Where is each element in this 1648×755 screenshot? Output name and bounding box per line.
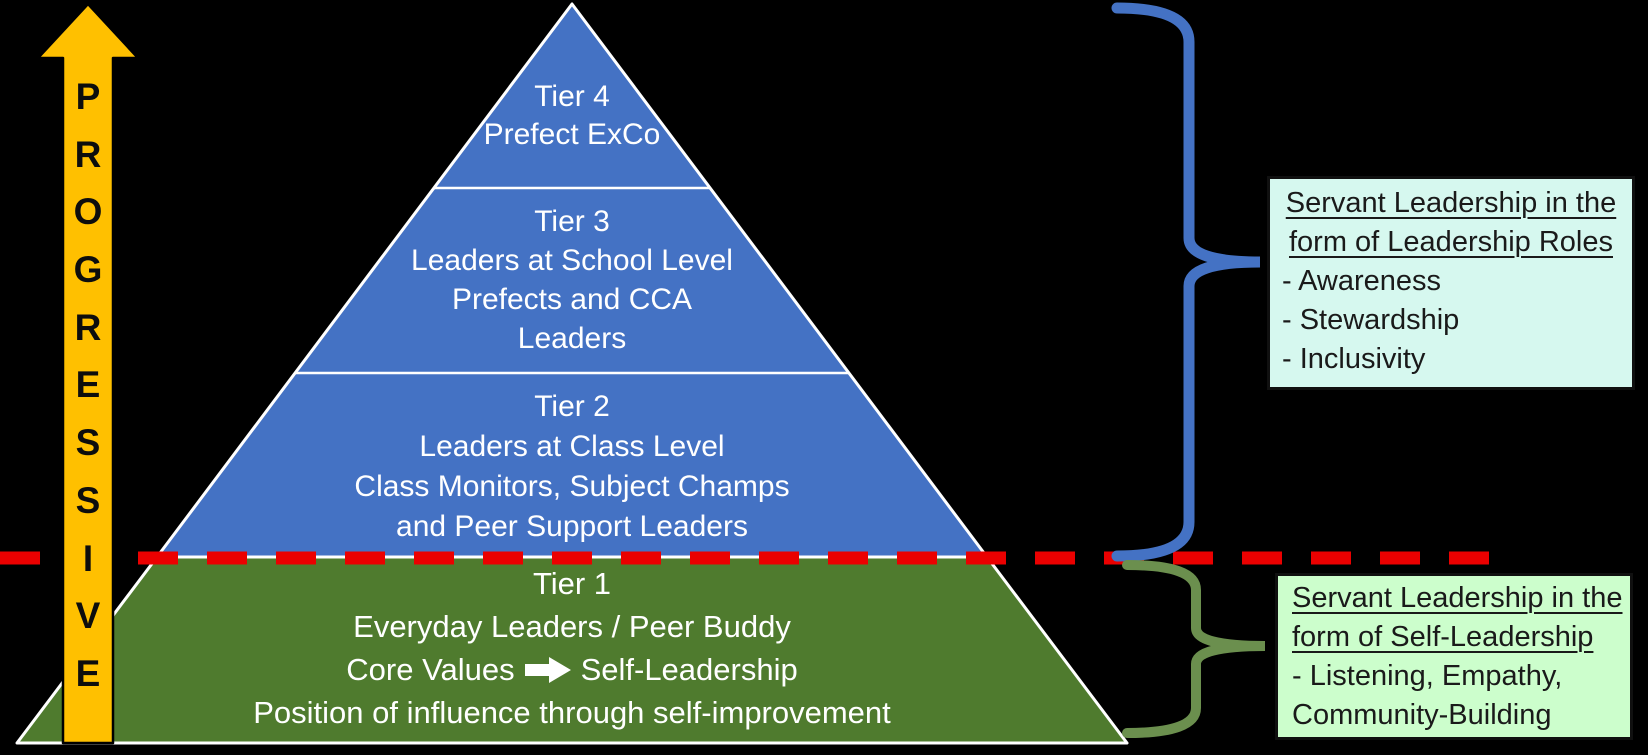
progressive-label: P R O G R E S S I V E — [63, 78, 113, 692]
bottom-curly-brace — [1122, 560, 1266, 738]
progressive-letter: O — [73, 191, 103, 233]
right-arrow-icon — [524, 657, 571, 683]
tier2-line: Leaders at Class Level — [419, 430, 725, 463]
tier1-core-values-label: Core Values — [346, 652, 515, 687]
callout-bottom-bullet: - Listening, Empathy, — [1292, 660, 1563, 692]
tier4-line: Prefect ExCo — [483, 118, 661, 151]
tier2-text-block: Tier 2 Leaders at Class Level Class Moni… — [172, 387, 972, 547]
callout-bottom-bullet: Community-Building — [1292, 699, 1552, 731]
tier3-line: Leaders — [517, 322, 627, 355]
servant-leadership-roles-callout: Servant Leadership in the form of Leader… — [1267, 176, 1635, 390]
progressive-letter: P — [75, 76, 101, 117]
callout-top-bullet: - Stewardship — [1282, 304, 1460, 336]
tier3-title: Tier 3 — [534, 205, 610, 238]
top-curly-brace — [1111, 2, 1261, 562]
tier3-text-block: Tier 3 Leaders at School Level Prefects … — [172, 202, 972, 358]
progressive-letter: S — [75, 479, 101, 521]
tier1-title: Tier 1 — [532, 566, 612, 601]
callout-top-title-line2: form of Leadership Roles — [1289, 226, 1613, 258]
progressive-letter: V — [75, 595, 101, 637]
tier1-self-leadership-label: Self-Leadership — [580, 652, 798, 687]
tier1-line: Everyday Leaders / Peer Buddy — [353, 609, 791, 644]
tier4-text-block: Tier 4 Prefect ExCo — [172, 78, 972, 154]
progressive-letter: G — [73, 249, 103, 291]
progressive-letter: E — [75, 364, 101, 406]
progressive-letter: I — [82, 537, 94, 579]
tier1-text-block: Tier 1 Everyday Leaders / Peer Buddy Cor… — [172, 562, 972, 734]
tier2-line: Class Monitors, Subject Champs — [354, 470, 790, 503]
progressive-arrow-icon — [36, 2, 140, 745]
callout-top-bullet: - Awareness — [1282, 265, 1442, 297]
servant-leadership-self-callout: Servant Leadership in the form of Self-L… — [1275, 573, 1633, 740]
tier1-line: Position of influence through self-impro… — [253, 695, 891, 730]
progressive-letter: R — [74, 306, 102, 348]
callout-top-title-line1: Servant Leadership in the — [1285, 187, 1617, 219]
callout-bottom-title-line2: form of Self-Leadership — [1292, 621, 1594, 653]
tier2-line: and Peer Support Leaders — [396, 510, 748, 543]
tier2-title: Tier 2 — [534, 390, 610, 423]
tier3-line: Prefects and CCA — [451, 283, 693, 316]
tier3-line: Leaders at School Level — [411, 244, 733, 277]
progressive-letter: R — [74, 133, 102, 175]
progressive-letter: S — [75, 422, 101, 464]
callout-bottom-title-line1: Servant Leadership in the — [1292, 582, 1623, 614]
tier1-core-values-line: Core Values Self-Leadership — [172, 648, 972, 691]
tier4-title: Tier 4 — [534, 80, 610, 113]
progressive-letter: E — [75, 652, 101, 694]
callout-top-bullet: - Inclusivity — [1282, 343, 1426, 375]
